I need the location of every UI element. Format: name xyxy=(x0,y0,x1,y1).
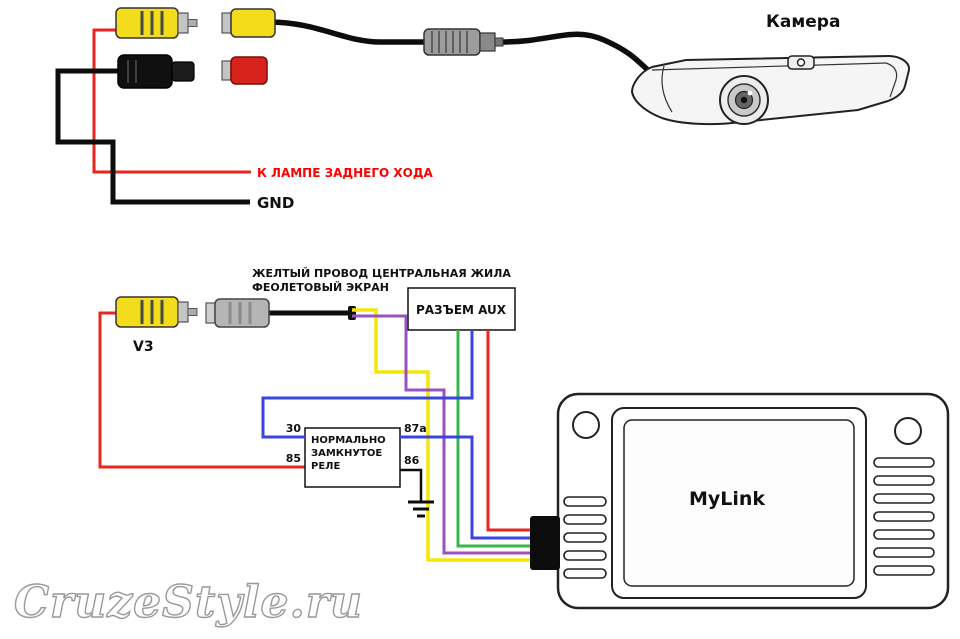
gnd-wire xyxy=(55,68,250,205)
rca-jack-ring xyxy=(221,60,232,81)
yellow-signal-wire xyxy=(352,308,536,562)
camera-mount-hole xyxy=(796,58,806,67)
red-aux-wire xyxy=(486,330,536,532)
head-unit: MyLink xyxy=(556,392,950,610)
reverse-lamp-label: К ЛАМПЕ ЗАДНЕГО ХОДА xyxy=(257,166,434,180)
vent-slot xyxy=(873,565,935,576)
relay-box xyxy=(304,427,401,488)
power-plug-tip xyxy=(171,61,195,82)
rca-jack-yellow-top xyxy=(221,8,276,38)
camera-video-cable-right xyxy=(501,31,660,81)
rca-plug-yellow-v3 xyxy=(115,296,198,328)
head-unit-label: MyLink xyxy=(689,488,765,510)
coupler-nut xyxy=(479,32,496,52)
coupler-tip xyxy=(494,37,504,47)
relay-pin-30-label: 30 xyxy=(286,422,302,435)
rca-jack-ring xyxy=(205,302,216,324)
vent-slot xyxy=(563,550,607,561)
rca-plug-ferrule xyxy=(177,12,189,34)
v3-red-wire-to-relay xyxy=(98,311,306,469)
camera-lens-highlight xyxy=(747,90,753,96)
camera-video-cable-left xyxy=(267,19,424,45)
wire-note-line2: ФЕОЛЕТОВЫЙ ЭКРАН xyxy=(252,281,389,294)
vent-slot xyxy=(563,496,607,507)
vent-slot xyxy=(563,532,607,543)
rca-jack-gray xyxy=(205,298,270,328)
vent-slot xyxy=(873,547,935,558)
rca-plug-yellow-top xyxy=(115,7,198,39)
rca-plug-pin xyxy=(187,19,198,27)
vent-slot xyxy=(873,511,935,522)
purple-shield-wire xyxy=(352,314,536,555)
vent-slot xyxy=(563,568,607,579)
head-unit-screen xyxy=(623,419,855,587)
vent-slot xyxy=(873,529,935,540)
ground-symbol xyxy=(400,468,434,518)
rca-plug-ferrule xyxy=(177,301,189,323)
vent-slot xyxy=(873,475,935,486)
gnd-label: GND xyxy=(257,194,294,212)
blue-aux-wire-to-relay xyxy=(261,330,474,439)
vent-slot xyxy=(873,457,935,468)
camera-lens-pupil xyxy=(740,96,748,104)
power-plug-body xyxy=(117,54,173,89)
harness-connector xyxy=(530,516,560,570)
relay-title-line1: НОРМАЛЬНО xyxy=(311,435,386,446)
relay-pin-86-label: 86 xyxy=(404,454,420,467)
ground-wire xyxy=(400,468,423,502)
camera-label: Камера xyxy=(766,12,840,32)
head-unit-knob-right xyxy=(894,417,922,445)
v3-label: V3 xyxy=(133,339,154,355)
watermark-text: CruzeStyle.ru xyxy=(14,577,363,628)
aux-connector-box xyxy=(407,287,516,331)
relay-pin-85-label: 85 xyxy=(286,452,301,465)
rca-jack-body xyxy=(230,8,276,38)
relay-title-line2: ЗАМКНУТОЕ xyxy=(311,448,382,459)
rca-jack-body xyxy=(230,56,268,85)
rca-jack-ring xyxy=(221,12,232,34)
rca-jack-body xyxy=(214,298,270,328)
green-aux-wire xyxy=(456,330,536,548)
relay-pin-87a-label: 87a xyxy=(404,422,427,435)
rca-jack-red xyxy=(221,56,268,85)
vent-slot xyxy=(563,514,607,525)
relay-title-line3: РЕЛЕ xyxy=(311,461,340,472)
camera-body xyxy=(630,54,911,126)
inline-coupler xyxy=(423,28,504,56)
rca-plug-body xyxy=(115,296,179,328)
rca-plug-body xyxy=(115,7,179,39)
blue-aux-wire-from-relay xyxy=(399,435,536,540)
power-plug-black xyxy=(117,54,195,89)
wire-note-line1: ЖЕЛТЫЙ ПРОВОД ЦЕНТРАЛЬНАЯ ЖИЛА xyxy=(252,267,511,280)
vent-slot xyxy=(873,493,935,504)
camera-crease-line xyxy=(661,65,673,113)
camera-edge-line xyxy=(651,62,887,71)
camera-edge-line xyxy=(885,62,898,98)
rear-camera-illustration xyxy=(630,54,911,126)
reverse-lamp-wire xyxy=(92,28,251,174)
head-unit-knob-left xyxy=(572,411,600,439)
aux-box-label: РАЗЪЕМ AUX xyxy=(416,303,507,317)
cable-end-cap xyxy=(348,306,356,320)
rca-plug-pin xyxy=(187,308,198,316)
